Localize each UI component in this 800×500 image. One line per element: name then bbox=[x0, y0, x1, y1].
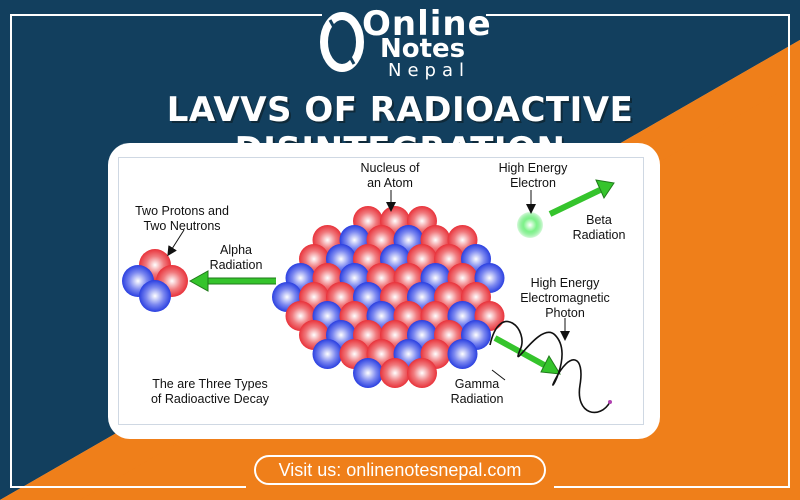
frame-line-top-left bbox=[10, 14, 322, 16]
label-three-types: The are Three Types of Radioactive Decay bbox=[150, 377, 270, 406]
label-nucleus: Nucleus of an Atom bbox=[360, 161, 420, 190]
label-beta-radiation: Beta Radiation bbox=[572, 213, 626, 242]
label-high-energy-electron: High Energy Electron bbox=[498, 161, 568, 190]
frame-line-bottom-left bbox=[10, 486, 246, 488]
logo-text-online: Online bbox=[362, 4, 492, 44]
diagram-frame bbox=[118, 157, 644, 425]
logo-o-icon bbox=[320, 12, 364, 72]
label-high-energy-photon: High Energy Electromagnetic Photon bbox=[520, 276, 610, 320]
label-gamma-radiation: Gamma Radiation bbox=[450, 377, 504, 406]
visit-us-link[interactable]: Visit us: onlinenotesnepal.com bbox=[254, 455, 546, 485]
frame-line-top-right bbox=[486, 14, 790, 16]
label-alpha-radiation: Alpha Radiation bbox=[209, 243, 263, 272]
frame-line-left bbox=[10, 14, 12, 488]
brand-logo: Online Notes Nepal bbox=[318, 4, 491, 84]
logo-text-nepal: Nepal bbox=[388, 60, 470, 81]
logo-text-notes: Notes bbox=[380, 34, 466, 64]
frame-line-right bbox=[788, 14, 790, 488]
frame-line-bottom-right bbox=[554, 486, 790, 488]
label-two-protons: Two Protons and Two Neutrons bbox=[135, 204, 229, 233]
